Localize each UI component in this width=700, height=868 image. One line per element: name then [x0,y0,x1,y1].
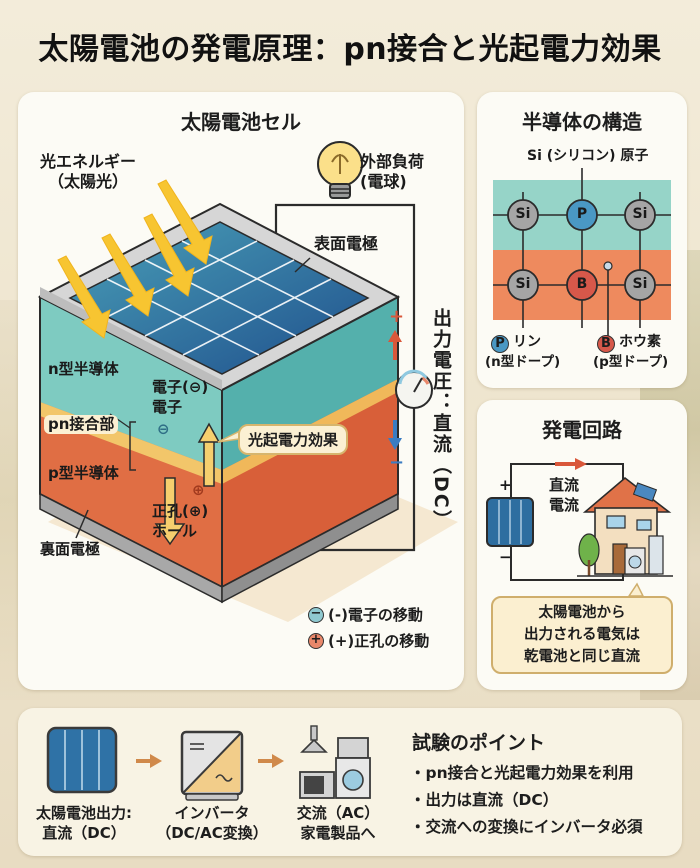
pn-junction-label: pn接合部 [44,415,119,434]
legend-hole: + (+)正孔の移動 [308,630,429,651]
arrow-right-icon-2 [272,754,284,768]
legend-electron: − (-)電子の移動 [308,604,423,625]
page-title: 太陽電池の発電原理：pn接合と光起電力効果 [38,32,662,67]
back-electrode-label: 裏面電極 [40,540,101,558]
exam-point: pn接合と光起電力効果を利用 [410,760,643,787]
front-electrode-label: 表面電極 [314,234,379,253]
positive-terminal: + [499,476,512,494]
lattice-diagram [493,168,671,336]
hole-symbol-icon: ⊕ [192,481,205,499]
flow-step-ac: 交流（AC） 家電製品へ [278,804,398,843]
flow-step-dc-line1: 太陽電池出力: [36,804,132,822]
hole-legend-icon: + [308,632,324,649]
atom-b: B [576,276,588,292]
flow-step-dc: 太陽電池出力: 直流（DC） [24,804,144,843]
exam-points-title: 試験のポイント [412,732,546,754]
atom-p: P [576,206,588,222]
generation-circuit-panel: 発電回路 + − 直流 電流 太陽 [477,400,687,690]
flow-step-inverter: インバータ （DC/AC変換） [152,804,272,843]
plus-terminal-label: + [389,306,405,327]
note-line-3: 乾電池と同じ直流 [524,649,640,665]
inverter-icon [180,730,244,801]
light-bulb-icon [317,141,363,199]
p-type-label: p型半導体 [48,464,119,482]
minus-terminal-label: − [389,452,405,473]
phosphorus-icon: P [491,335,509,353]
summary-panel: 太陽電池出力: 直流（DC） インバータ （DC/AC変換） 交流（AC） 家電… [18,708,682,856]
solar-cell-panel: 太陽電池セル [18,92,464,690]
hole-label-2: ホール [152,522,198,540]
hole-label: 正孔(⊕) [152,502,209,520]
electron-legend-icon: − [308,606,324,623]
flow-step-dc-line2: 直流（DC） [42,823,126,842]
exam-points-list: pn接合と光起電力効果を利用 出力は直流（DC） 交流への変換にインバータ必須 [410,760,643,841]
negative-terminal: − [499,548,512,566]
voltmeter-gauge-icon [395,369,433,409]
home-appliances-icon [299,725,371,799]
note-line-2: 出力される電気は [524,627,640,643]
solar-panel-icon [486,497,534,547]
house-icon [577,476,673,577]
phosphorus-doping-label: (n型ドープ) [485,354,561,370]
sunlight-arrows-icon [57,179,213,339]
semiconductor-structure-panel: 半導体の構造 Si (シリコン) 原子 Si P Si Si B Si P リン… [477,92,687,388]
atom-si-4: Si [632,276,648,292]
output-voltage-label: 出力電圧：直流（DC） [430,308,452,531]
circuit-panel-title: 発電回路 [542,418,622,442]
boron-icon: B [597,335,615,353]
arrow-right-icon [150,754,162,768]
solar-cell-icon [46,726,118,794]
n-type-label: n型半導体 [48,360,119,378]
atom-si-3: Si [515,276,531,292]
exam-point: 交流への変換にインバータ必須 [410,814,643,841]
phosphorus-label: リン [513,334,541,350]
legend-electron-label: (-)電子の移動 [328,606,423,624]
note-line-1: 太陽電池から [538,605,626,621]
dc-label: 直流 [549,476,580,494]
bulb-label: (電球) [360,172,407,191]
exam-point: 出力は直流（DC） [410,787,643,814]
flow-step-inverter-line1: インバータ [174,804,250,822]
external-load-label: 外部負荷 [360,152,425,171]
electron-label-2: 電子 [152,398,183,416]
atom-si-1: Si [515,206,531,222]
boron-label: ホウ素 [619,334,661,350]
flow-step-ac-line1: 交流（AC） [296,804,380,822]
flow-step-inverter-line2: （DC/AC変換） [156,823,268,842]
electron-symbol-icon: ⊖ [157,420,170,438]
boron-doping-label: (p型ドープ) [593,354,669,370]
circuit-diagram [486,458,673,597]
structure-panel-title: 半導体の構造 [522,110,642,134]
electron-label: 電子(⊖) [152,378,209,396]
photovoltaic-effect-callout: 光起電力効果 [238,424,349,455]
atom-si-2: Si [632,206,648,222]
sunlight-label: （太陽光） [48,172,129,191]
flow-step-ac-line2: 家電製品へ [300,823,376,842]
light-energy-label: 光エネルギー [40,152,137,171]
current-label: 電流 [549,496,580,514]
dc-note-box: 太陽電池から 出力される電気は 乾電池と同じ直流 [491,596,673,674]
conversion-flow-diagram [46,725,371,801]
legend-hole-label: (+)正孔の移動 [328,632,430,650]
si-atom-label: Si (シリコン) 原子 [527,148,649,164]
solar-cell-panel-title: 太陽電池セル [181,110,301,134]
